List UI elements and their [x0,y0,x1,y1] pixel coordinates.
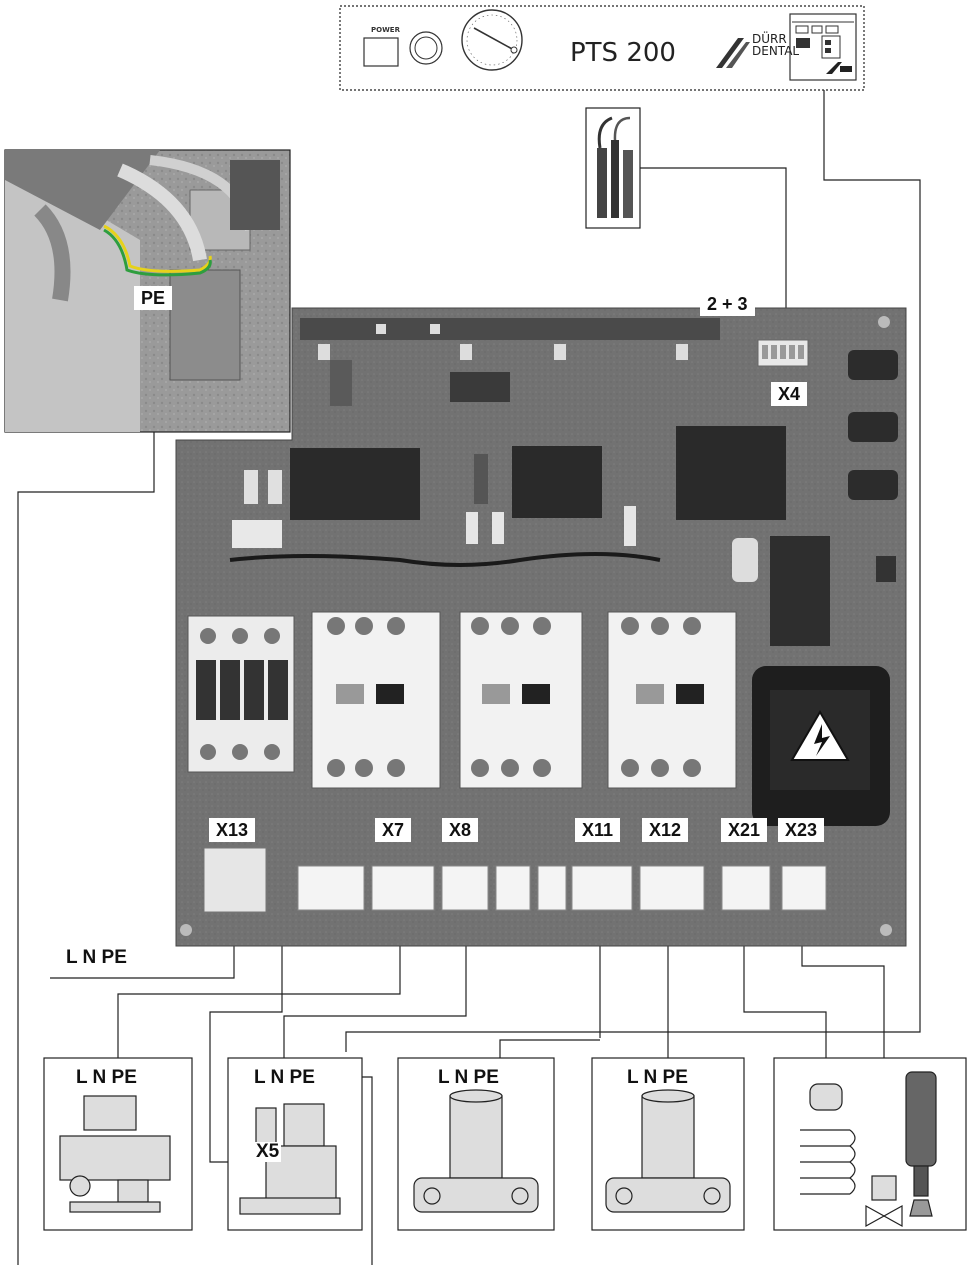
x12-label: X12 [642,818,689,842]
model-name: PTS 200 [570,38,676,68]
pump-icon [605,1089,731,1213]
power-label: POWER [371,26,400,34]
unit-4-label: L N PE [627,1067,688,1088]
brand-line-2: DENTAL [752,44,800,58]
x23-label: X23 [778,818,825,842]
separator-icon [800,1071,937,1228]
motor-switch-1 [311,611,441,789]
x8-label: X8 [442,818,479,842]
brand-line-1: DÜRR [752,32,787,46]
x5-label: X5 [254,1141,282,1162]
unit-box-1 [43,1057,193,1231]
unit-2-label: L N PE [254,1067,315,1088]
durr-logo [716,38,750,68]
x4-label: X4 [771,382,808,406]
unit-box-5 [773,1057,967,1231]
motor-switch-3 [607,611,737,789]
unit-1-label: L N PE [76,1067,137,1088]
suction-handpiece-photo [585,107,641,229]
x4-group-label: 2 + 3 [700,292,755,316]
unit-3-label: L N PE [438,1067,499,1088]
x21-label: X21 [721,818,768,842]
pe-connection-photo [4,149,291,433]
pe-label: PE [134,286,173,310]
power-switch-icon [363,37,399,67]
x11-label: X11 [575,818,621,842]
unit-box-3 [397,1057,555,1231]
mains-label: L N PE [66,947,127,968]
high-voltage-warning-icon [790,710,850,761]
gauge-icon [461,9,523,71]
motor-switch-2 [459,611,583,789]
pump-icon [413,1089,539,1213]
control-board-photo [175,307,907,947]
transformer [752,666,890,826]
control-panel [339,5,865,91]
indicator-panel [789,13,857,81]
unit-box-4 [591,1057,745,1231]
x7-label: X7 [375,818,412,842]
x13-label: X13 [209,818,256,842]
compressor-icon [59,1095,171,1213]
knob-icon [409,31,443,65]
